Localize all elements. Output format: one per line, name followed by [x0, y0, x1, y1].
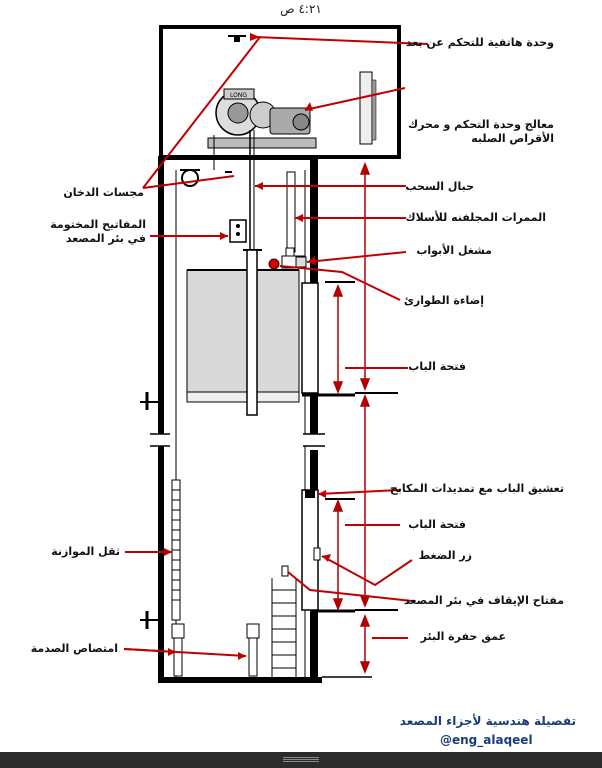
smoke-detector	[180, 169, 200, 187]
label-hoist-ropes: حبال السحب	[405, 180, 474, 193]
label-phone-unit: وحدة هاتفية للتحكم عن بعد	[405, 36, 554, 49]
hoistway-wall-bottom	[158, 677, 322, 683]
dimension-upper-door	[332, 283, 344, 395]
label-pit-depth: عمق حفرة البئر	[420, 630, 506, 643]
key-switch	[229, 219, 247, 243]
label-door-opening-bottom: فتحة الباب	[408, 518, 466, 531]
rail-bracket-upper	[140, 392, 163, 410]
caption-handle: @eng_alaqeel	[440, 733, 533, 747]
hoistway-wall-left	[158, 157, 164, 682]
label-door-opening-top: فتحة الباب	[408, 360, 466, 373]
lower-landing-door	[301, 489, 398, 613]
cable-duct	[286, 171, 296, 253]
label-smoke-detectors: مجسات الدخان	[63, 186, 144, 199]
pit-stop-switch	[281, 565, 289, 577]
elevator-car	[186, 247, 305, 416]
label-door-interlock: تعشيق الباب مع تمديدات المكابح	[389, 482, 564, 495]
label-emergency-light: إضاءة الطوارئ	[403, 294, 484, 307]
label-push-button: زر الضغط	[418, 549, 472, 562]
leader-lines	[123, 36, 429, 657]
caption-title: تفصيلة هندسية لأجزاء المصعد	[399, 714, 576, 728]
door-operator	[295, 256, 307, 268]
phone-unit	[228, 35, 246, 42]
status-bar: ٤:٢١ ص	[0, 0, 602, 18]
label-controller: معالج وحدة التحكم و محرك الأقراص الصلبه	[408, 118, 554, 146]
label-insulated-cables: الممرات المجلفنه للأسلاك	[405, 211, 546, 224]
label-key-switch-line1: المفاتيح المختومة	[50, 218, 146, 231]
bottom-nav-bar	[0, 752, 602, 768]
emergency-light	[268, 258, 280, 270]
upper-landing-door	[301, 281, 398, 397]
dimension-lower-door	[332, 498, 344, 612]
controller-cabinet	[359, 71, 377, 145]
label-door-operator: مشغل الأبواب	[416, 244, 492, 257]
counterweight-buffer	[171, 623, 185, 677]
label-pit-stop-switch: مفتاح الإيقاف في بئر المصعد	[404, 594, 564, 607]
nav-handle-icon[interactable]	[283, 757, 319, 763]
label-controller-line1: معالج وحدة التحكم و محرك	[408, 118, 554, 131]
motor-brand-label: LONG	[230, 92, 247, 99]
label-key-switch-line2: في بئر المصعد	[65, 232, 146, 245]
call-button	[313, 547, 321, 561]
label-controller-line2: الأقراص الصلبه	[471, 132, 554, 145]
dimension-pit-depth	[322, 613, 372, 678]
dimension-floor-height	[359, 161, 371, 609]
traction-machine: LONG	[207, 88, 317, 149]
label-buffers: امتصاص الصدمة	[30, 642, 118, 655]
label-counterweight: ثقل الموازنة	[51, 545, 120, 558]
status-time: ٤:٢١ ص	[280, 2, 322, 16]
pit-ladder	[271, 578, 297, 677]
rail-bracket-lower	[140, 611, 163, 629]
counterweight-assembly	[171, 479, 181, 621]
label-key-switch: المفاتيح المختومة في بئر المصعد	[50, 218, 146, 246]
car-buffer	[246, 623, 260, 677]
leader-arrowheads	[164, 33, 331, 660]
